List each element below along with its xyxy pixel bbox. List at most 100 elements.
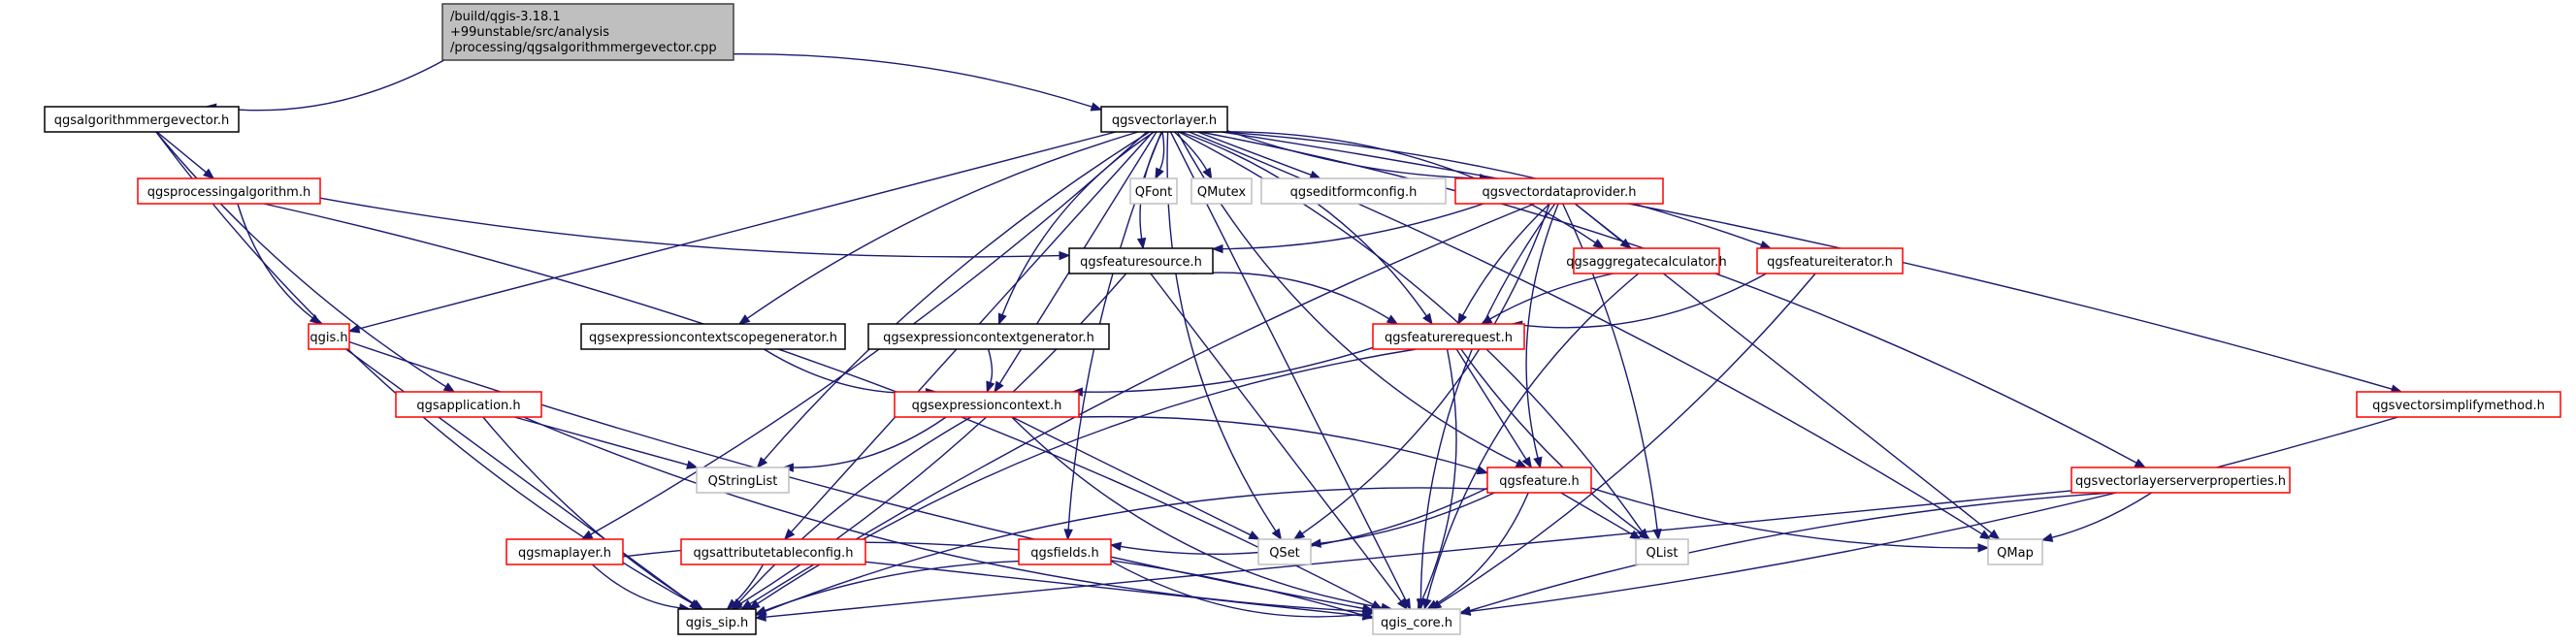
edge-line — [1461, 203, 1550, 316]
node-label: qgsapplication.h — [416, 399, 520, 413]
edge-line — [1301, 203, 1550, 534]
edge-vectorlayer-to-qgis — [347, 131, 1117, 334]
arrowhead-icon — [1063, 529, 1073, 541]
node-label: qgsfeaturerequest.h — [1385, 331, 1513, 345]
node-label: qgsexpressioncontextgenerator.h — [883, 331, 1094, 345]
arrowhead-icon — [748, 599, 761, 610]
arrowhead-icon — [1458, 606, 1472, 616]
edge-line — [763, 131, 1151, 461]
edge-vectorlayer-to-featiter — [1223, 131, 1773, 249]
node-box — [44, 106, 240, 133]
node-box — [680, 538, 866, 565]
edge-line — [1173, 131, 1208, 171]
edge-root-to-vectorlayer — [733, 53, 1103, 112]
edge-line — [348, 340, 1364, 610]
node-box — [1987, 538, 2043, 565]
node-label: qgsaggregatecalculator.h — [1566, 255, 1726, 270]
edge-line — [1521, 273, 1767, 329]
node-box — [1372, 608, 1461, 635]
node-algmerge[interactable]: qgsalgorithmmergevector.h — [44, 106, 240, 133]
node-label: qgsmaplayer.h — [518, 546, 611, 561]
node-label: qgsfeatureiterator.h — [1767, 255, 1893, 270]
node-label: qgis.h — [310, 331, 347, 345]
edge-procalg-to-qgis — [237, 203, 322, 325]
arrowhead-icon — [1211, 243, 1223, 254]
edge-algmerge-to-procalg — [156, 131, 215, 179]
node-box — [1129, 177, 1178, 205]
node-box — [1190, 177, 1253, 205]
edge-line — [513, 416, 688, 467]
arrowhead-icon — [1426, 599, 1439, 610]
node-label: qgsprocessingalgorithm.h — [147, 185, 310, 200]
edge-line — [215, 59, 445, 112]
arrowhead-icon — [1202, 167, 1213, 180]
edge-vdp-to-sip — [740, 203, 1535, 610]
edge-line — [1011, 416, 1383, 609]
node-box — [2071, 467, 2291, 494]
node-featreq[interactable]: qgsfeaturerequest.h — [1372, 323, 1525, 350]
node-core: qgis_core.h — [1372, 608, 1461, 635]
node-box — [1018, 538, 1112, 565]
node-box — [1372, 323, 1525, 350]
node-sip[interactable]: qgis_sip.h — [677, 608, 757, 635]
node-qgis[interactable]: qgis.h — [308, 323, 350, 350]
edge-expctx-to-qstringlist — [782, 416, 947, 472]
node-label: qgsvectorlayerserverproperties.h — [2075, 474, 2286, 489]
edge-featreq-to-qlist — [1460, 348, 1651, 540]
node-label: QList — [1647, 546, 1679, 561]
edge-maplayer-to-sip — [591, 564, 691, 613]
arrowhead-icon — [1480, 314, 1493, 325]
node-fields[interactable]: qgsfields.h — [1018, 538, 1112, 565]
node-vlserverprops[interactable]: qgsvectorlayerserverproperties.h — [2071, 467, 2291, 494]
node-box — [395, 391, 542, 418]
arrowhead-icon — [1155, 167, 1164, 180]
edge-vdp-to-qlist — [1562, 203, 1662, 541]
arrowhead-icon — [309, 313, 322, 325]
edge-featiter-to-featreq — [1511, 273, 1767, 330]
edge-line — [319, 197, 1060, 258]
node-feature[interactable]: qgsfeature.h — [1486, 467, 1592, 494]
edge-vlserverprops-to-sip — [754, 490, 2072, 622]
node-app[interactable]: qgsapplication.h — [395, 391, 542, 418]
edge-vdp-to-qset — [1292, 203, 1550, 540]
edge-line — [482, 416, 696, 605]
node-label: QMap — [1997, 546, 2034, 561]
edge-line — [1226, 130, 1481, 179]
arrowhead-icon — [1090, 102, 1103, 112]
node-label: qgsattributetableconfig.h — [693, 546, 853, 561]
node-procalg[interactable]: qgsprocessingalgorithm.h — [137, 177, 321, 205]
arrowhead-icon — [580, 530, 594, 540]
node-featiter[interactable]: qgsfeatureiterator.h — [1756, 247, 1904, 274]
node-featsource[interactable]: qgsfeaturesource.h — [1068, 247, 1214, 274]
edge-line — [1191, 272, 1390, 320]
node-maplayer[interactable]: qgsmaplayer.h — [505, 538, 624, 565]
arrowhead-icon — [994, 380, 1004, 394]
node-box — [894, 391, 1080, 418]
arrowhead-icon — [1422, 312, 1433, 326]
node-vectorlayer[interactable]: qgsvectorlayer.h — [1100, 106, 1228, 133]
edge-line — [591, 564, 680, 609]
edge-line — [156, 131, 207, 174]
edge-line — [1560, 492, 1633, 535]
node-attrtable[interactable]: qgsattributetableconfig.h — [680, 538, 866, 565]
edge-feature-to-qlist — [1560, 492, 1642, 540]
edge-qgis-to-sip — [345, 348, 701, 610]
node-qstringlist: QStringList — [696, 467, 790, 494]
edge-ecgen-to-expctx — [986, 348, 995, 394]
arrowhead-icon — [1977, 543, 1990, 553]
arrowhead-icon — [686, 460, 699, 469]
node-label: qgsexpressioncontext.h — [912, 399, 1062, 413]
edge-line — [1455, 348, 1527, 460]
edge-line — [1489, 273, 1614, 320]
node-aggcalc[interactable]: qgsaggregatecalculator.h — [1566, 247, 1727, 274]
node-expctx[interactable]: qgsexpressioncontext.h — [894, 391, 1080, 418]
node-simplify[interactable]: qgsvectorsimplifymethod.h — [2356, 391, 2561, 418]
node-vdp[interactable]: qgsvectordataprovider.h — [1454, 177, 1664, 205]
edge-fields-to-core — [1110, 560, 1375, 619]
node-ecscopegen[interactable]: qgsexpressioncontextscopegenerator.h — [580, 323, 846, 350]
node-box — [2356, 391, 2561, 418]
edge-vectorlayer-to-featreq — [1180, 131, 1433, 326]
node-ecgen[interactable]: qgsexpressioncontextgenerator.h — [867, 323, 1110, 350]
edge-featreq-to-core — [1417, 348, 1457, 611]
